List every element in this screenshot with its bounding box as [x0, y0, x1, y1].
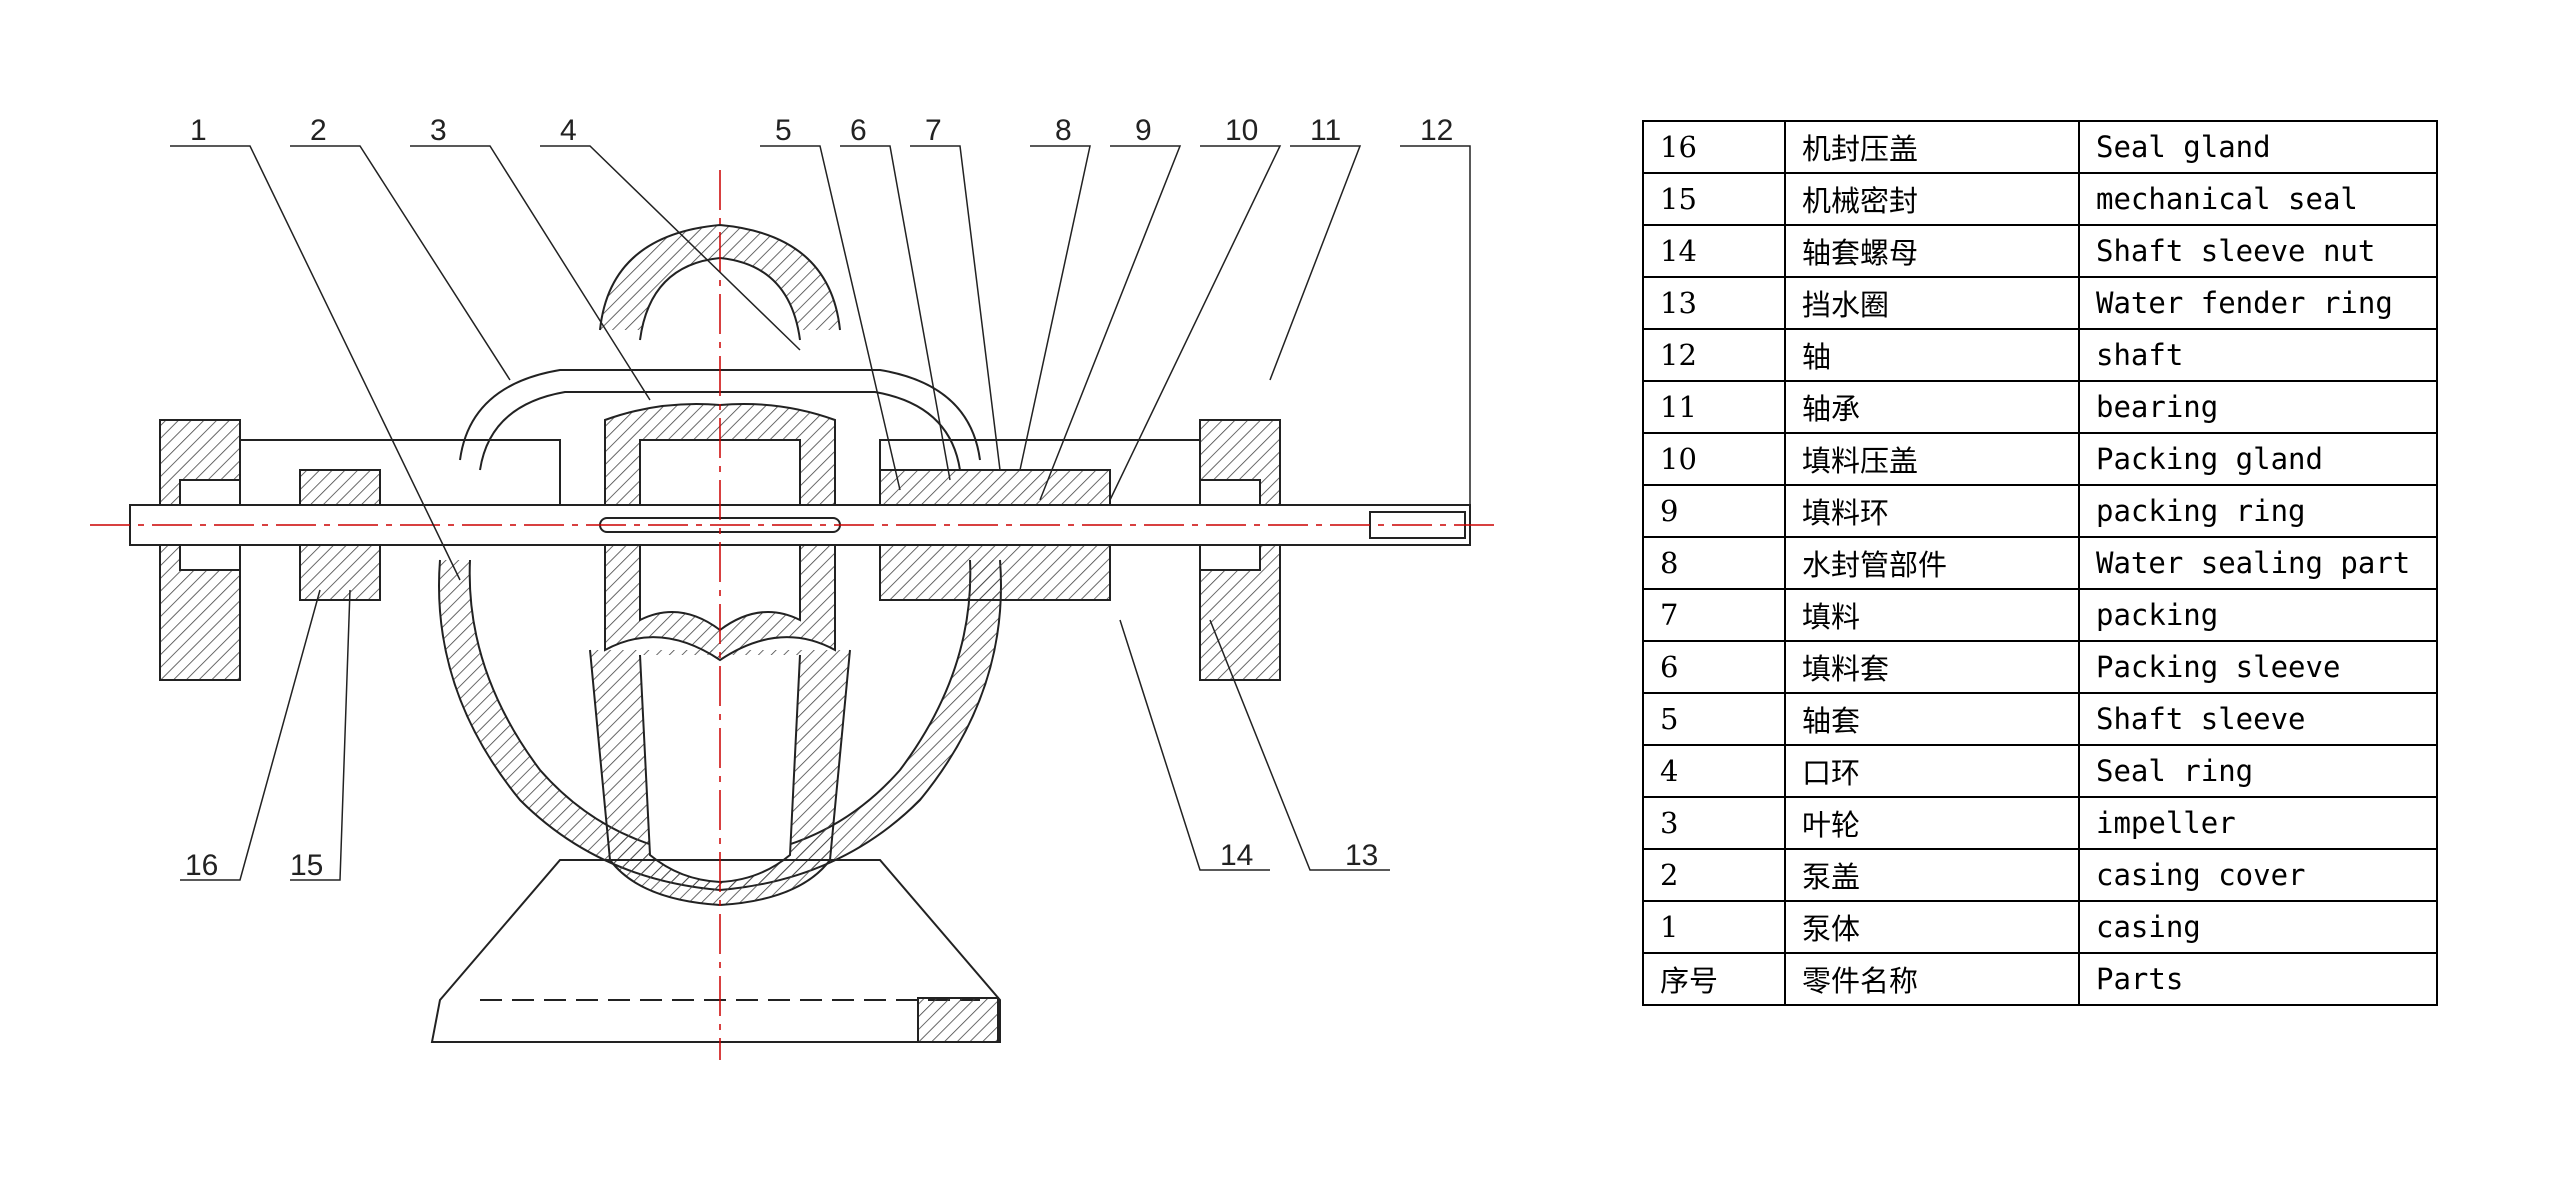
- callout-1: 1: [190, 114, 207, 147]
- header-parts: Parts: [2078, 952, 2438, 1006]
- part-name-chinese: 填料压盖: [1784, 432, 2080, 486]
- part-number: 3: [1642, 796, 1786, 850]
- part-number: 2: [1642, 848, 1786, 902]
- callout-8: 8: [1055, 114, 1072, 147]
- part-name-chinese: 水封管部件: [1784, 536, 2080, 590]
- part-name-chinese: 轴: [1784, 328, 2080, 382]
- part-number: 13: [1642, 276, 1786, 330]
- part-name-english: shaft: [2078, 328, 2438, 382]
- callout-9: 9: [1135, 114, 1152, 147]
- part-name-english: casing cover: [2078, 848, 2438, 902]
- part-name-english: Water sealing part: [2078, 536, 2438, 590]
- callout-labels: 1 2 3 4 5 6 7 8 9 10 11 12 13 14 15 16: [185, 114, 1453, 882]
- part-name-chinese: 挡水圈: [1784, 276, 2080, 330]
- part-name-english: impeller: [2078, 796, 2438, 850]
- part-number: 16: [1642, 120, 1786, 174]
- casing-outline: [90, 170, 1495, 1060]
- callout-14: 14: [1220, 839, 1253, 872]
- callout-6: 6: [850, 114, 867, 147]
- part-number: 4: [1642, 744, 1786, 798]
- leader-lines: [170, 145, 1471, 881]
- callout-16: 16: [185, 849, 218, 882]
- part-number: 12: [1642, 328, 1786, 382]
- callout-10: 10: [1225, 114, 1258, 147]
- part-name-english: Packing sleeve: [2078, 640, 2438, 694]
- callout-11: 11: [1310, 114, 1341, 147]
- header-number: 序号: [1642, 952, 1786, 1006]
- callout-5: 5: [775, 114, 792, 147]
- part-name-english: Shaft sleeve: [2078, 692, 2438, 746]
- part-name-chinese: 叶轮: [1784, 796, 2080, 850]
- part-name-chinese: 填料环: [1784, 484, 2080, 538]
- part-number: 9: [1642, 484, 1786, 538]
- part-name-english: packing ring: [2078, 484, 2438, 538]
- callout-15: 15: [290, 849, 323, 882]
- part-name-chinese: 机封压盖: [1784, 120, 2080, 174]
- callout-4: 4: [560, 114, 577, 147]
- part-name-chinese: 填料套: [1784, 640, 2080, 694]
- part-name-chinese: 轴承: [1784, 380, 2080, 434]
- part-name-chinese: 泵体: [1784, 900, 2080, 954]
- part-name-english: mechanical seal: [2078, 172, 2438, 226]
- part-number: 6: [1642, 640, 1786, 694]
- part-number: 1: [1642, 900, 1786, 954]
- callout-7: 7: [925, 114, 942, 147]
- part-number: 10: [1642, 432, 1786, 486]
- part-name-english: bearing: [2078, 380, 2438, 434]
- callout-12: 12: [1420, 114, 1453, 147]
- pump-cross-section-drawing: 1 2 3 4 5 6 7 8 9 10 11 12 13 14 15 16: [90, 114, 1495, 1060]
- part-name-english: packing: [2078, 588, 2438, 642]
- part-name-english: Water fender ring: [2078, 276, 2438, 330]
- part-name-chinese: 口环: [1784, 744, 2080, 798]
- part-name-chinese: 泵盖: [1784, 848, 2080, 902]
- part-name-chinese: 填料: [1784, 588, 2080, 642]
- callout-3: 3: [430, 114, 447, 147]
- part-name-english: Seal gland: [2078, 120, 2438, 174]
- header-name-chinese: 零件名称: [1784, 952, 2080, 1006]
- part-number: 14: [1642, 224, 1786, 278]
- part-number: 8: [1642, 536, 1786, 590]
- part-number: 15: [1642, 172, 1786, 226]
- part-name-english: Packing gland: [2078, 432, 2438, 486]
- callout-2: 2: [310, 114, 327, 147]
- part-name-chinese: 轴套螺母: [1784, 224, 2080, 278]
- part-number: 7: [1642, 588, 1786, 642]
- part-name-english: Shaft sleeve nut: [2078, 224, 2438, 278]
- callout-13: 13: [1345, 839, 1378, 872]
- part-name-chinese: 机械密封: [1784, 172, 2080, 226]
- part-name-english: casing: [2078, 900, 2438, 954]
- part-name-english: Seal ring: [2078, 744, 2438, 798]
- part-number: 11: [1642, 380, 1786, 434]
- part-number: 5: [1642, 692, 1786, 746]
- part-name-chinese: 轴套: [1784, 692, 2080, 746]
